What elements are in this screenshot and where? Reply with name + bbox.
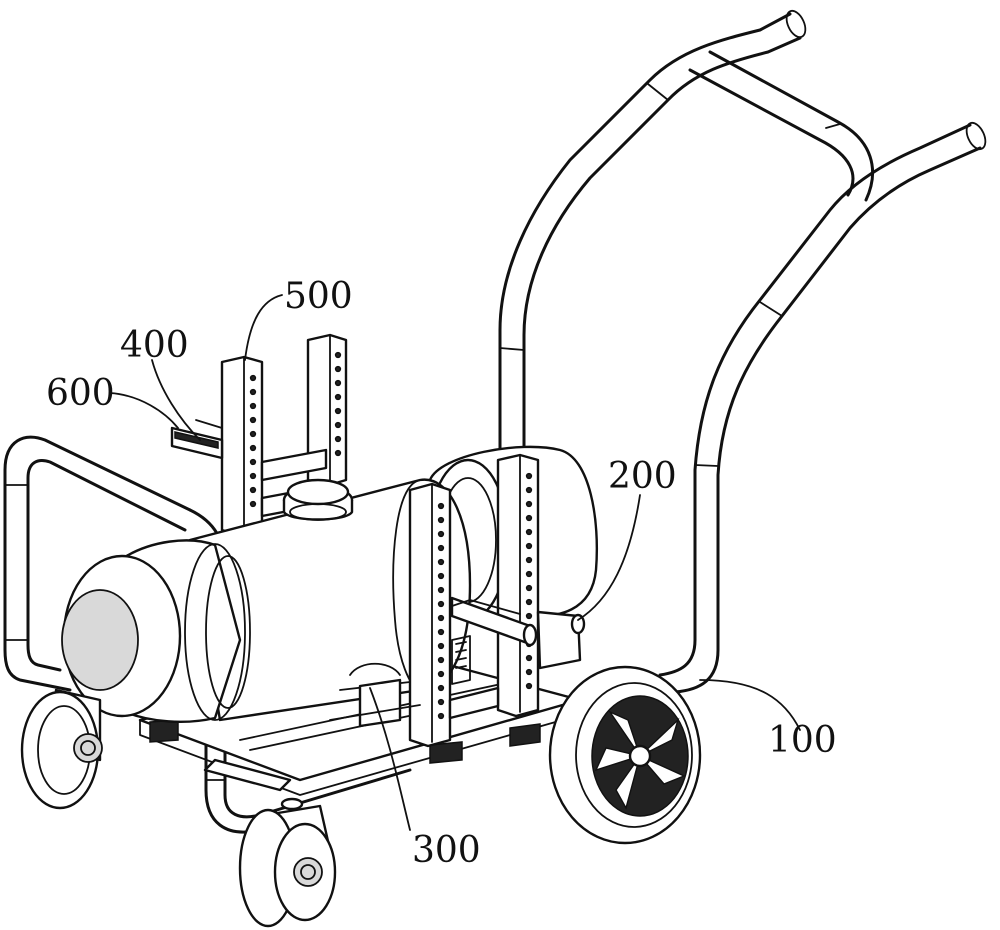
side-bracket [170,419,224,460]
hole-row [249,351,342,508]
main-cylinder [188,478,472,722]
front-drum [61,539,251,723]
rod-assembly [450,596,586,670]
rear-wheel [548,665,702,845]
hole-row [437,472,533,720]
leader-100 [699,679,801,731]
label-300: 300 [412,830,481,871]
leader-200 [577,494,641,621]
leader-300 [369,687,411,831]
handle-frame [498,9,987,694]
label-200: 200 [608,456,677,497]
leader-lines [109,294,801,831]
label-100: 100 [768,720,837,761]
front-uprights [408,453,540,748]
front-caster-wheel [238,797,337,928]
leader-400 [151,359,201,441]
label-500: 500 [284,276,353,317]
lower-mechanism [329,635,471,728]
leader-500 [244,294,283,361]
left-caster-wheel [20,688,103,810]
label-400: 400 [120,325,189,366]
label-600: 600 [46,373,115,414]
leader-600 [109,392,179,429]
fill-cap [282,478,354,521]
reference-labels: 500 400 600 200 100 300 [46,276,837,871]
